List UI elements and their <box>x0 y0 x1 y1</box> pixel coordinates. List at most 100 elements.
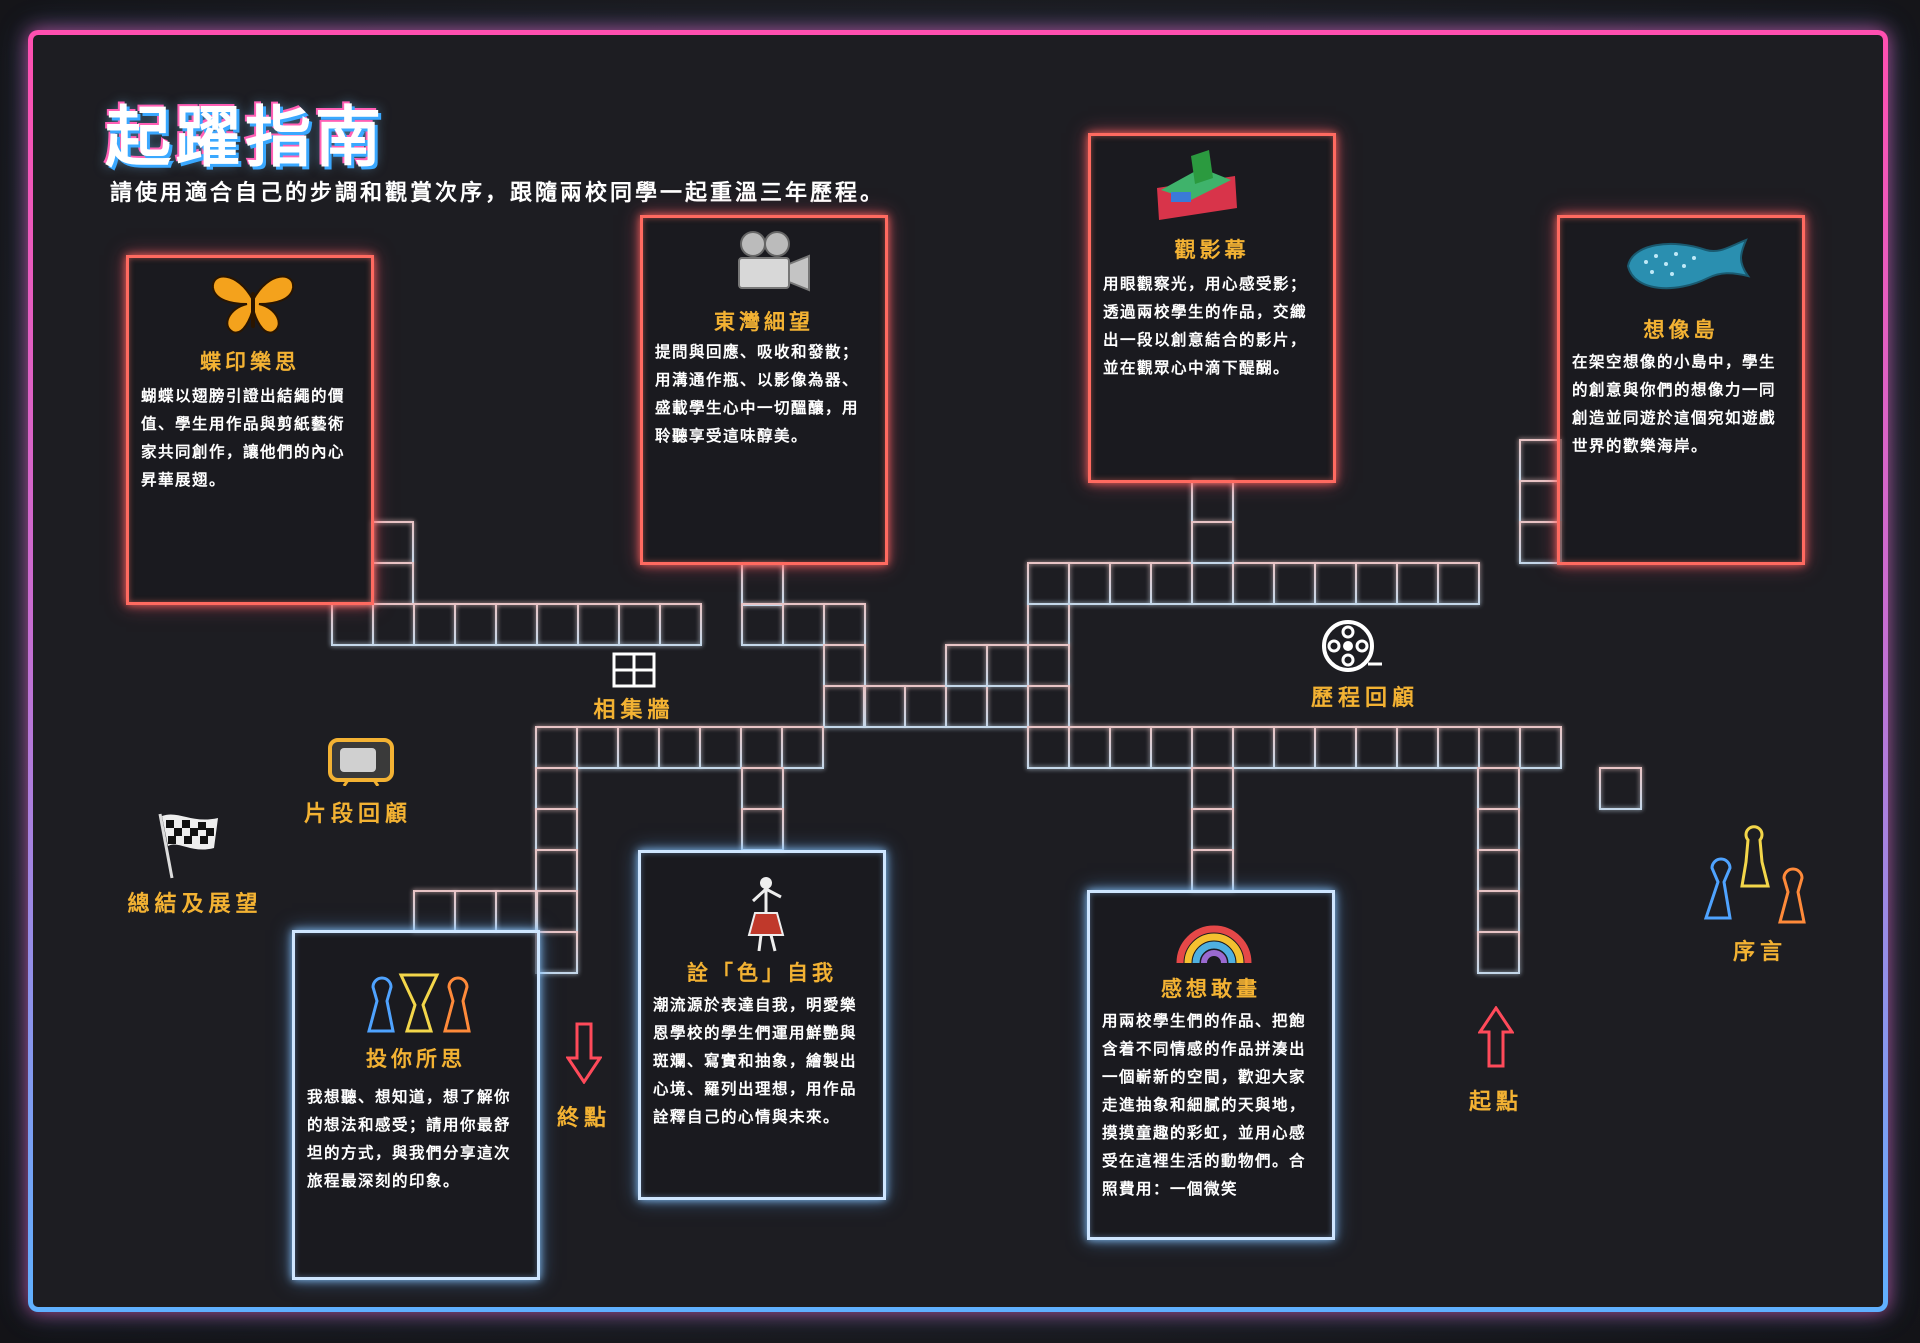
box-screen[interactable]: 觀影幕 用眼觀察光，用心感受影；透過兩校學生的作品，交織出一段以創意結合的影片，… <box>1088 133 1336 483</box>
path-cell <box>1232 562 1275 605</box>
path-cell <box>1150 562 1193 605</box>
path-cell <box>741 767 784 810</box>
path-cell <box>1396 562 1439 605</box>
path-cell <box>1355 726 1398 769</box>
box-description: 用眼觀察光，用心感受影；透過兩校學生的作品，交織出一段以創意結合的影片，並在觀眾… <box>1103 275 1308 377</box>
path-cell <box>986 685 1029 728</box>
box-title: 想像島 <box>1643 318 1719 342</box>
dancer-icon <box>747 877 785 952</box>
path-cell <box>372 603 415 646</box>
path-cell <box>577 603 620 646</box>
path-cell <box>904 685 947 728</box>
page-subtitle: 請使用適合自己的步調和觀賞次序，跟隨兩校同學一起重溫三年歷程。 <box>110 181 886 206</box>
path-cell <box>617 726 660 769</box>
path-cell <box>659 603 702 646</box>
path-cell <box>781 726 824 769</box>
path-cell <box>1519 726 1562 769</box>
box-title: 觀影幕 <box>1174 238 1250 262</box>
box-description: 潮流源於表達自我，明愛樂恩學校的學生們運用鮮艷與斑斕、寫實和抽象，繪製出心境、羅… <box>653 996 858 1126</box>
path-cell <box>1027 603 1070 646</box>
box-title: 蝶印樂思 <box>200 350 300 374</box>
path-cell <box>413 890 456 933</box>
path-cell <box>1150 726 1193 769</box>
path-cell <box>1519 521 1562 564</box>
path-cell <box>782 603 825 646</box>
butterfly-icon <box>211 275 295 334</box>
path-cell <box>413 603 456 646</box>
path-cell <box>945 644 988 687</box>
box-description: 用兩校學生們的作品、把飽含着不同情感的作品拼湊出一個嶄新的空間，歡迎大家走進抽象… <box>1102 1012 1307 1198</box>
path-cell <box>1273 726 1316 769</box>
box-title: 詮「色」自我 <box>687 961 837 985</box>
path-cell <box>1191 562 1234 605</box>
label-preface[interactable]: 序言 <box>1732 940 1787 965</box>
path-cell <box>1191 808 1234 851</box>
path-cell <box>863 685 906 728</box>
box-feelings[interactable]: 感想敢畫 用兩校學生們的作品、把飽含着不同情感的作品拼湊出一個嶄新的空間，歡迎大… <box>1087 890 1335 1240</box>
path-cell <box>1191 767 1234 810</box>
path-cell <box>1191 849 1234 892</box>
box-self[interactable]: 詮「色」自我 潮流源於表達自我，明愛樂恩學校的學生們運用鮮艷與斑斕、寫實和抽象，… <box>638 850 886 1200</box>
path-cell <box>1027 562 1070 605</box>
box-title: 東灣細望 <box>714 310 814 334</box>
path-cell <box>1232 726 1275 769</box>
path-cell <box>1355 562 1398 605</box>
path-cell <box>741 563 784 606</box>
path-cell <box>1477 849 1520 892</box>
path-cell <box>986 644 1029 687</box>
path-cell <box>1477 931 1520 974</box>
path-cell <box>454 890 497 933</box>
path-cell <box>495 890 538 933</box>
arrow-down-icon <box>566 1022 602 1084</box>
path-cell <box>1027 562 1070 605</box>
path-cell <box>1477 890 1520 933</box>
label-history[interactable]: 歷程回顧 <box>1310 686 1419 711</box>
path-cell <box>495 603 538 646</box>
path-cell <box>331 603 374 646</box>
path-cell <box>1027 644 1070 687</box>
path-cell <box>1396 726 1439 769</box>
path-cell <box>1437 726 1480 769</box>
path-cell <box>741 808 784 851</box>
path-cell <box>1191 480 1234 523</box>
path-cell <box>823 644 866 687</box>
path-cell <box>1519 521 1562 564</box>
box-description: 在架空想像的小島中，學生的創意與你們的想像力一同創造並同遊於這個宛如遊戲世界的歡… <box>1572 353 1777 455</box>
path-cell <box>535 931 578 974</box>
path-cell <box>371 562 414 605</box>
path-cell <box>576 726 619 769</box>
box-description: 我想聽、想知道，想了解你的想法和感受；請用你最舒坦的方式，與我們分享這次旅程最深… <box>307 1088 512 1190</box>
whale-shark-icon <box>1626 238 1751 290</box>
path-cell <box>1599 767 1642 810</box>
label-end[interactable]: 終點 <box>556 1106 611 1131</box>
box-title: 感想敢畫 <box>1161 977 1261 1001</box>
box-vote[interactable]: 投你所思 我想聽、想知道，想了解你的想法和感受；請用你最舒坦的方式，與我們分享這… <box>292 930 540 1280</box>
path-cell <box>1314 562 1357 605</box>
page-title: 起躍指南 <box>105 99 385 176</box>
path-cell <box>823 603 866 646</box>
path-cell <box>1519 439 1562 482</box>
label-photo-wall[interactable]: 相集牆 <box>593 698 675 723</box>
path-cell <box>945 644 988 687</box>
label-summary[interactable]: 總結及展望 <box>127 892 263 917</box>
path-cell <box>741 603 784 646</box>
box-imagine[interactable]: 想像島 在架空想像的小島中，學生的創意與你們的想像力一同創造並同遊於這個宛如遊戲… <box>1557 215 1805 565</box>
path-cell <box>1109 726 1152 769</box>
cake-screen-icon <box>1157 150 1237 220</box>
label-start[interactable]: 起點 <box>1468 1090 1523 1115</box>
path-cell <box>535 767 578 810</box>
box-description: 蝴蝶以翅膀引證出結繩的價值、學生用作品與剪紙藝術家共同創作，讓他們的內心昇華展翅… <box>141 387 346 489</box>
path-cell <box>536 603 579 646</box>
label-clips[interactable]: 片段回顧 <box>303 802 412 827</box>
path-cell <box>823 685 866 728</box>
path-cell <box>454 603 497 646</box>
box-butterfly[interactable]: 蝶印樂思 蝴蝶以翅膀引證出結繩的價值、學生用作品與剪紙藝術家共同創作，讓他們的內… <box>126 255 374 605</box>
path-cell <box>1478 726 1521 769</box>
path-cell <box>658 726 701 769</box>
rainbow-icon <box>1176 925 1252 964</box>
box-east-bay[interactable]: 東灣細望 提問與回應、吸收和發散；用溝通作瓶、以影像為器、盛載學生心中一切醞釀，… <box>640 215 888 565</box>
path-cell <box>699 726 742 769</box>
path-cell <box>535 890 578 933</box>
path-cell <box>740 726 783 769</box>
